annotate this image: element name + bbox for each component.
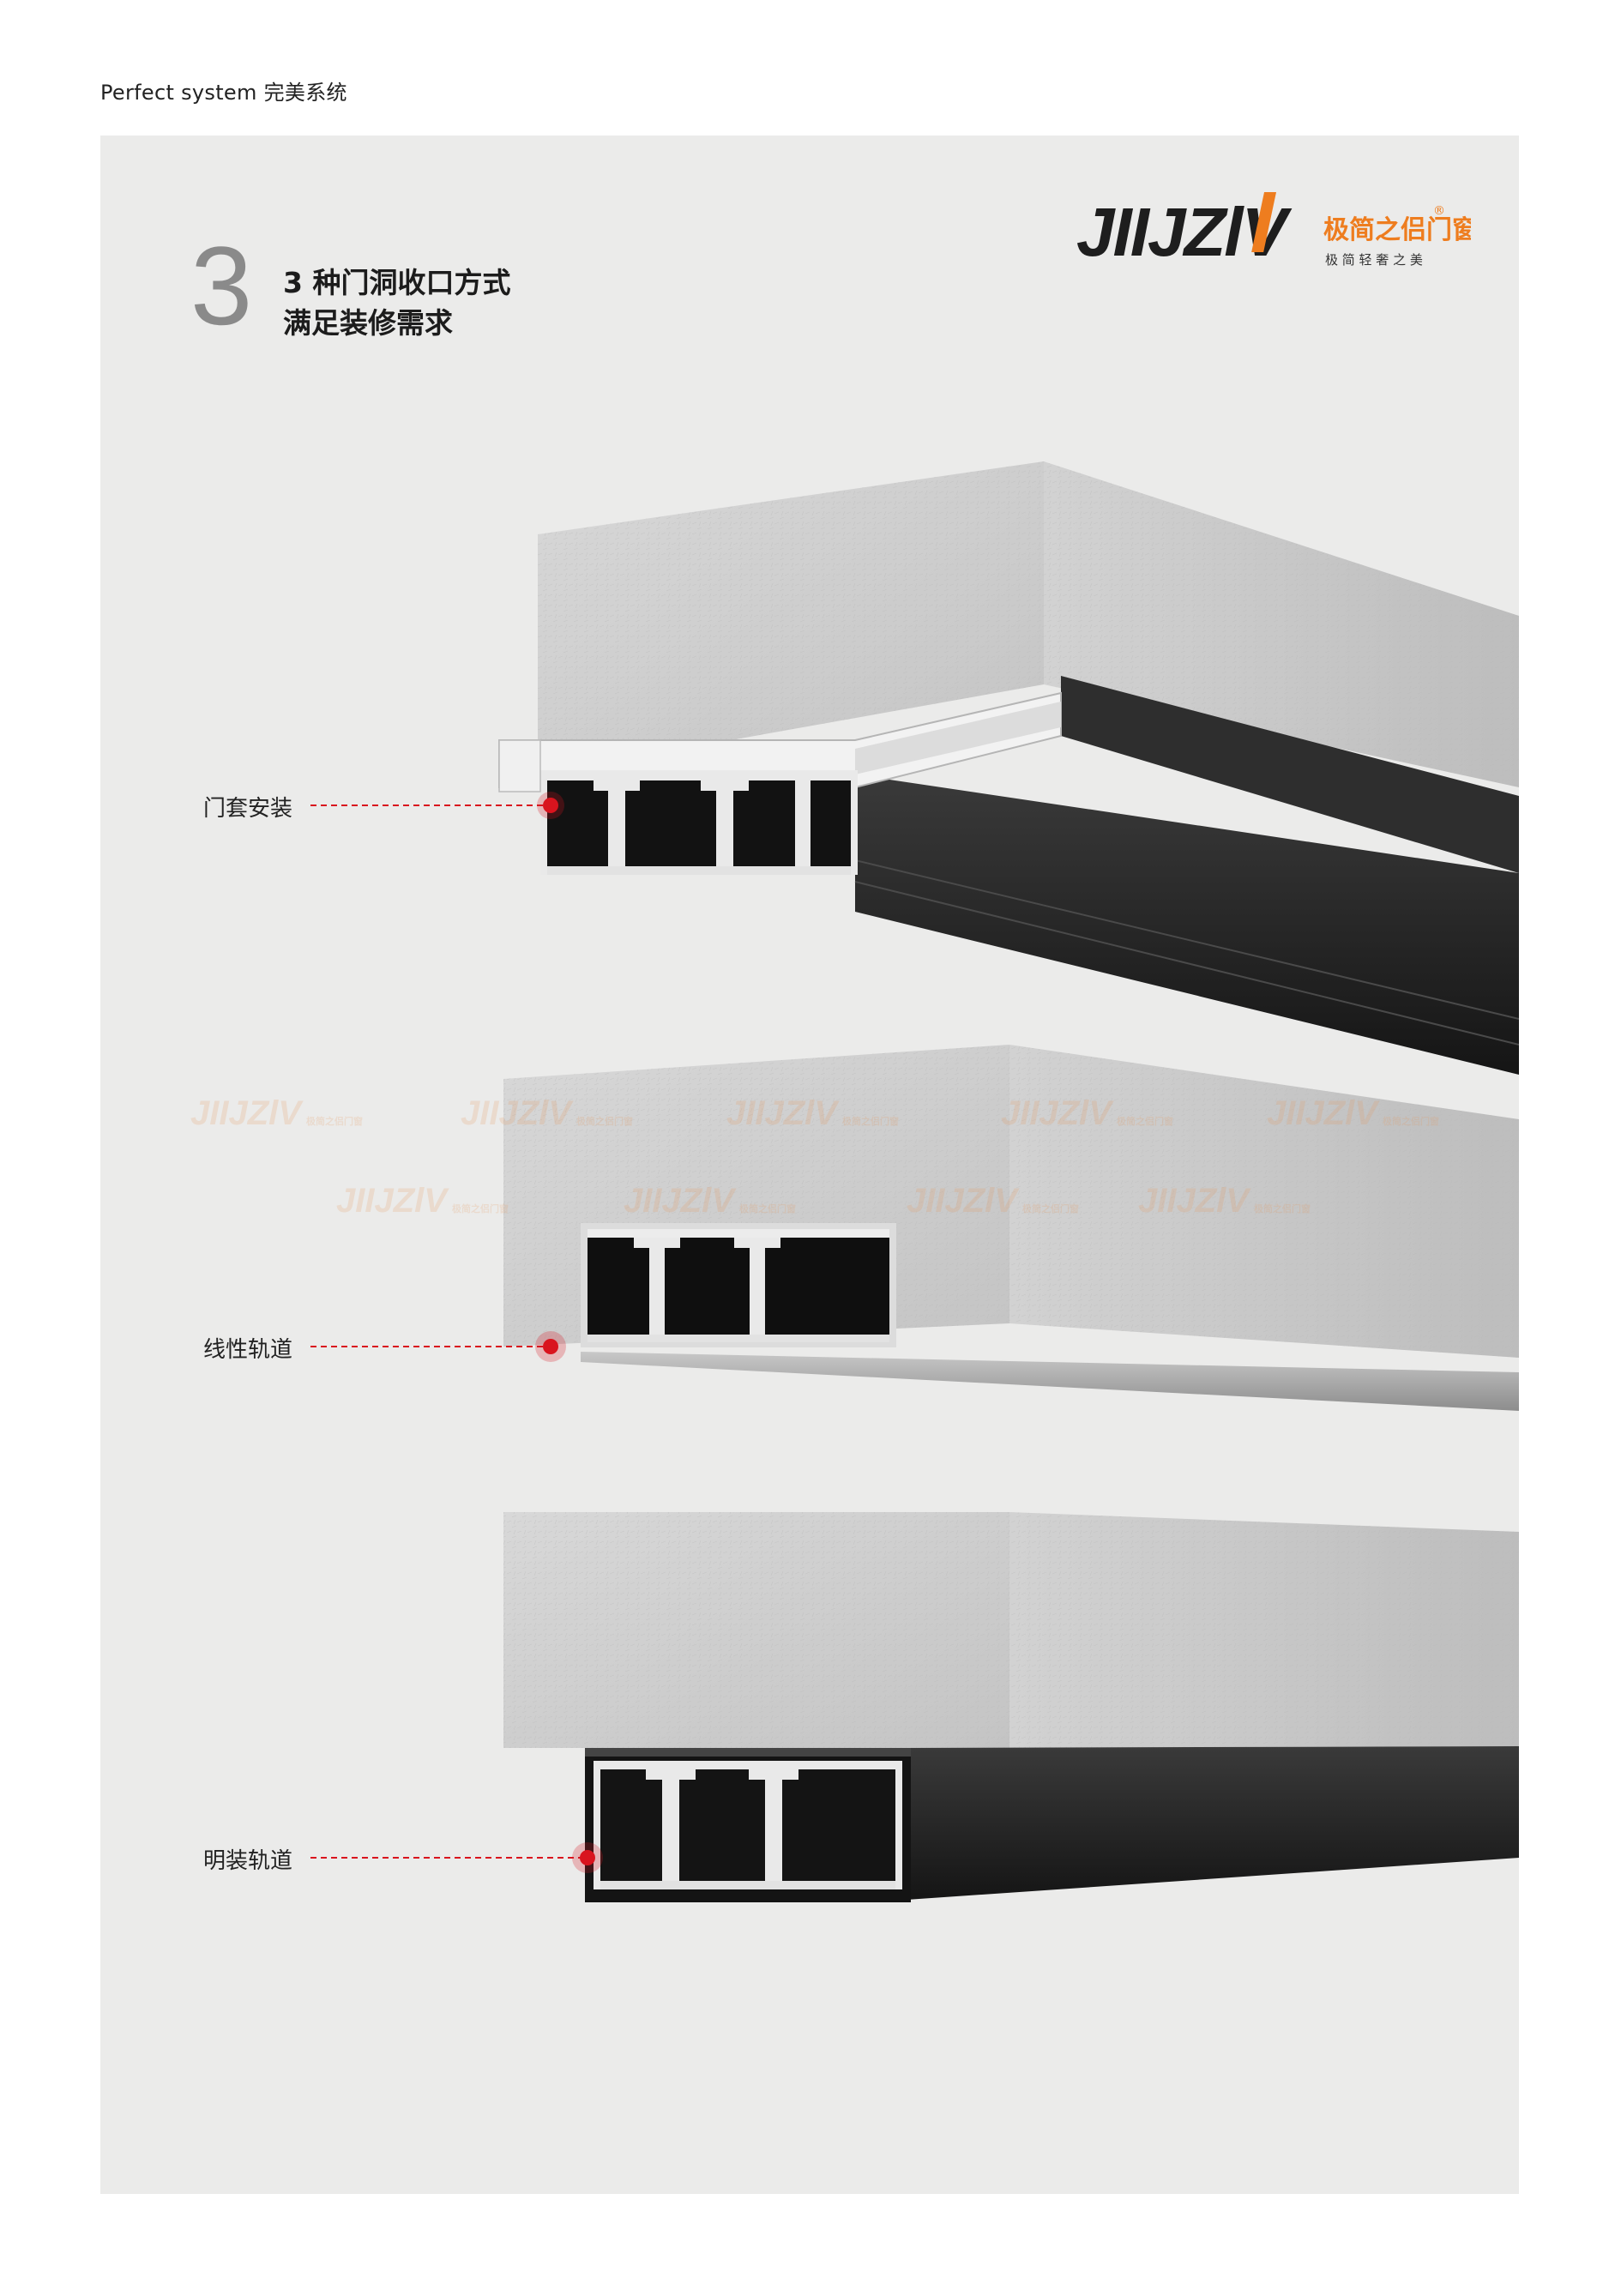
brand-slogan: 极 简 轻 奢 之 美 xyxy=(1325,252,1423,268)
label-surface-track: 明装轨道 xyxy=(203,1848,293,1874)
illustration-scene xyxy=(310,461,1519,1902)
illustration-surface-track xyxy=(503,1512,1519,1902)
label-door-frame: 门套安装 xyxy=(203,796,293,822)
section-number: 3 xyxy=(190,223,253,348)
section-title-line1: 3 种门洞收口方式 xyxy=(283,266,511,299)
section-title-line2: 满足装修需求 xyxy=(283,306,453,340)
leader-line-door-frame xyxy=(310,792,564,819)
label-linear-track: 线性轨道 xyxy=(203,1337,293,1363)
illustration-linear-track xyxy=(503,1045,1519,1411)
brand-registered: ® xyxy=(1433,204,1445,218)
header-text: Perfect system 完美系统 xyxy=(100,81,347,105)
leader-line-linear-track xyxy=(310,1331,566,1362)
illustration-door-frame xyxy=(498,461,1519,1075)
brand-name-cn: 极简之侣门窗 xyxy=(1323,215,1471,245)
leader-line-surface-track xyxy=(310,1842,603,1873)
brand-logo: JIIJZlV 极简之侣门窗 ® 极 简 轻 奢 之 美 xyxy=(1076,192,1471,270)
